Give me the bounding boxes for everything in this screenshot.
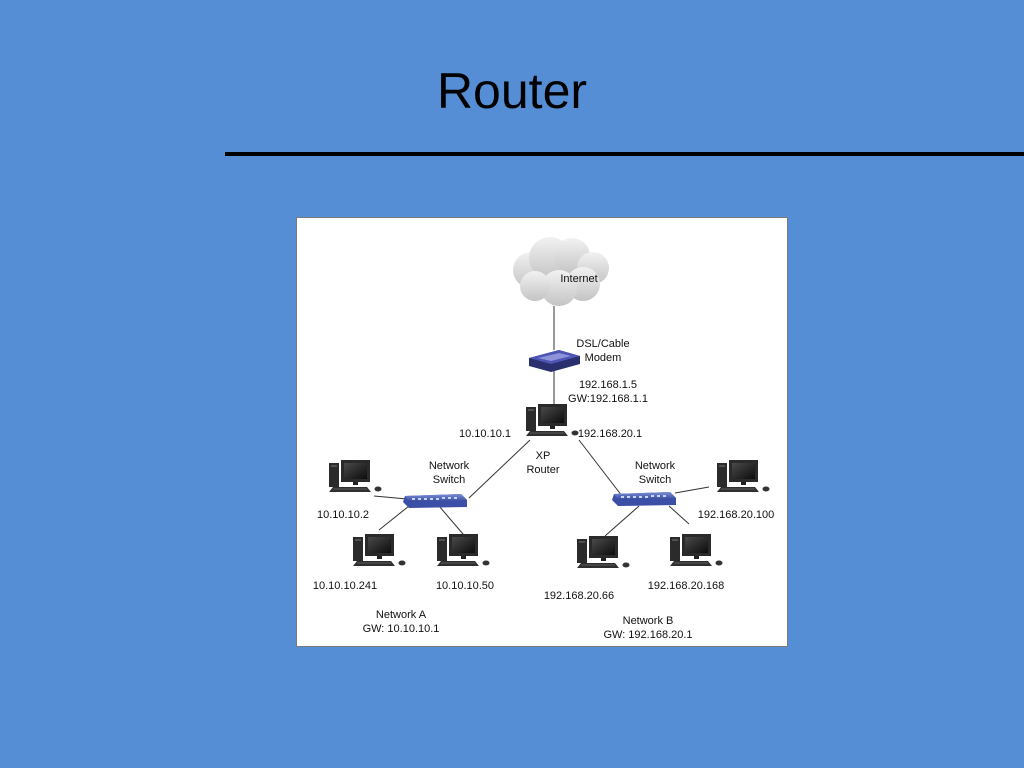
computer-icon xyxy=(716,459,770,493)
host-b1-ip: 192.168.20.100 xyxy=(698,509,774,521)
switch-a-label-line1: Network xyxy=(429,460,470,472)
router-label-line2: Router xyxy=(526,464,559,476)
switch-b-icon xyxy=(612,492,676,506)
host-a3-ip: 10.10.10.50 xyxy=(436,580,494,592)
network-a-gateway: GW: 10.10.10.1 xyxy=(363,623,440,635)
modem-label-line1: DSL/Cable xyxy=(576,338,629,350)
internet-label: Internet xyxy=(560,273,597,285)
router-wan-gateway: GW:192.168.1.1 xyxy=(568,393,648,405)
switch-b-label-line2: Switch xyxy=(639,474,671,486)
network-b-label: Network B xyxy=(623,615,674,627)
switch-a-label-line2: Switch xyxy=(433,474,465,486)
computer-icon xyxy=(436,533,490,567)
router-label-line1: XP xyxy=(536,450,551,462)
computer-icon xyxy=(576,535,630,569)
router-ip-network-a: 10.10.10.1 xyxy=(459,428,511,440)
modem-icon xyxy=(529,350,580,372)
modem-label-line2: Modem xyxy=(585,352,622,364)
host-b3-ip: 192.168.20.168 xyxy=(648,580,724,592)
host-a1-ip: 10.10.10.2 xyxy=(317,509,369,521)
internet-cloud-icon xyxy=(513,237,609,306)
router-ip-network-b: 192.168.20.1 xyxy=(578,428,642,440)
computer-icon xyxy=(328,459,382,493)
switch-b-label-line1: Network xyxy=(635,460,676,472)
network-diagram: Internet DSL/Cable Modem 192.168.1.5 GW:… xyxy=(296,217,788,647)
router-computer-icon xyxy=(525,403,579,437)
computer-icon xyxy=(669,533,723,567)
links xyxy=(373,306,710,542)
title-underline xyxy=(225,152,1024,156)
network-diagram-svg: Internet DSL/Cable Modem 192.168.1.5 GW:… xyxy=(313,237,774,641)
network-b-gateway: GW: 192.168.20.1 xyxy=(603,629,692,641)
router-wan-ip: 192.168.1.5 xyxy=(579,379,637,391)
slide-title: Router xyxy=(436,63,588,119)
switch-a-icon xyxy=(403,494,467,508)
host-a2-ip: 10.10.10.241 xyxy=(313,580,377,592)
network-a-label: Network A xyxy=(376,609,427,621)
computer-icon xyxy=(352,533,406,567)
host-b2-ip: 192.168.20.66 xyxy=(544,590,614,602)
